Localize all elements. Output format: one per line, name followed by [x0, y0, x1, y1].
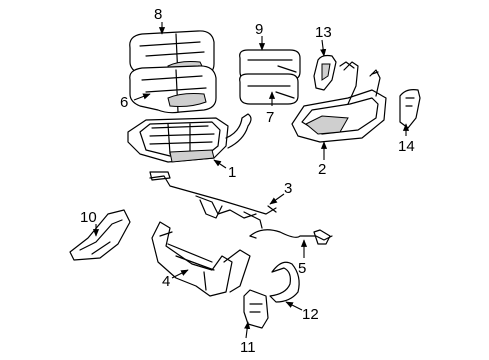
callout-9: 9	[255, 21, 263, 38]
side-bracket-part	[69, 209, 131, 261]
callout-7: 7	[266, 109, 274, 126]
callout-10: 10	[80, 209, 97, 226]
linkage-assembly-part	[149, 171, 277, 229]
callout-13: 13	[315, 24, 332, 41]
callout-14: 14	[398, 138, 415, 155]
callout-4: 4	[162, 273, 170, 290]
trim-cover-part	[399, 89, 421, 129]
release-cable-part	[249, 229, 333, 245]
callout-2: 2	[318, 161, 326, 178]
armrest-cushion-upper-part	[239, 49, 301, 81]
rear-seat-frame-part	[291, 61, 387, 143]
seat-cushion-lower-part	[129, 65, 217, 114]
callout-1: 1	[228, 164, 236, 181]
lower-frame-part	[151, 221, 251, 297]
callout-5: 5	[298, 260, 306, 277]
side-cover-part	[313, 54, 337, 91]
callout-3: 3	[284, 180, 292, 197]
callout-6: 6	[120, 94, 128, 111]
armrest-cushion-lower-part	[239, 73, 299, 105]
mounting-plate-part	[243, 289, 269, 329]
leader-lines	[92, 22, 410, 339]
callout-8: 8	[154, 6, 162, 23]
curved-bracket-part	[269, 261, 300, 303]
callout-11: 11	[240, 339, 256, 356]
callout-labels: 8 9 13 6 7 14 1 2 3 10 5 4 12 11	[80, 6, 415, 356]
callout-12: 12	[302, 306, 319, 323]
seat-frame-part	[127, 113, 252, 163]
